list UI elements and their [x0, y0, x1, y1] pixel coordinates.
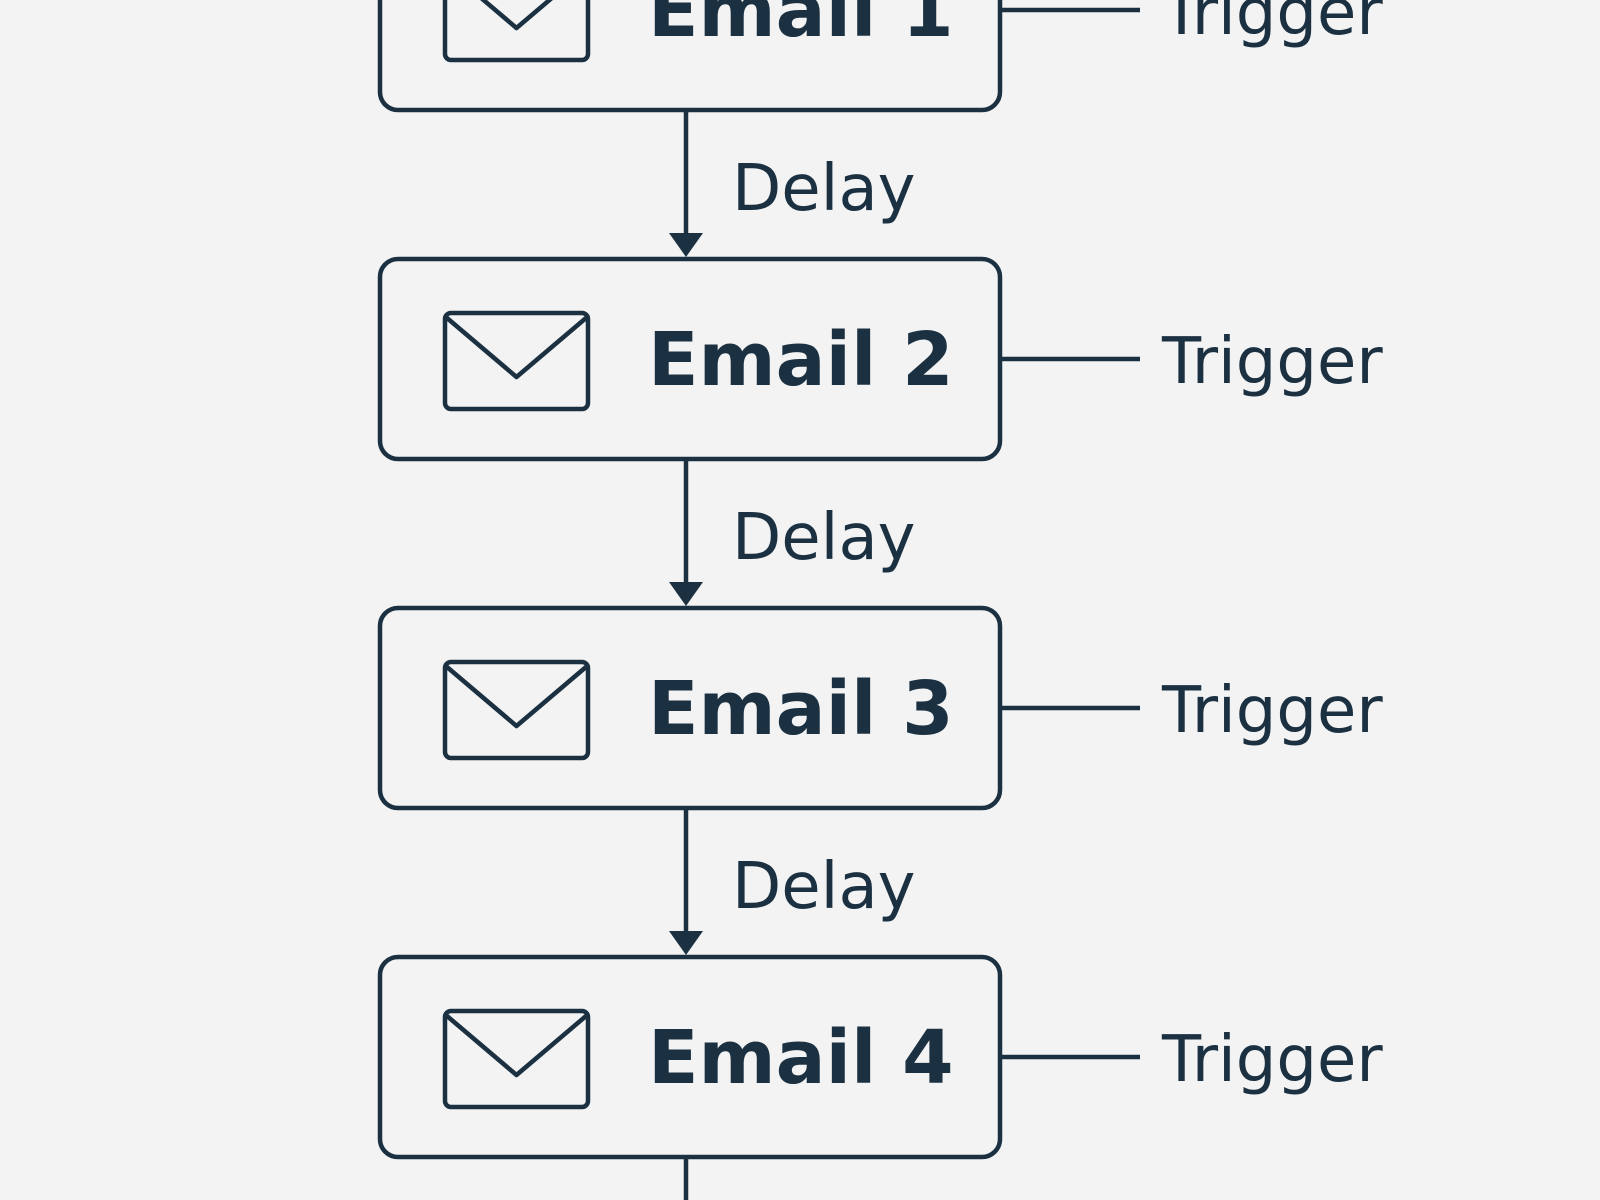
trigger-label: Trigger — [1161, 325, 1383, 399]
email-label: Email 3 — [648, 666, 954, 752]
envelope-icon — [442, 310, 591, 412]
email-step-3[interactable]: Email 3 — [377, 605, 1003, 811]
email-label: Email 4 — [648, 1015, 954, 1101]
delay-arrowhead — [669, 931, 703, 955]
envelope-flap — [480, 0, 553, 31]
delay-label: Delay — [732, 850, 916, 924]
delay-label: Delay — [732, 501, 916, 575]
email-label: Email 1 — [648, 0, 954, 54]
envelope-icon — [442, 659, 591, 761]
envelope-icon — [442, 1008, 591, 1110]
email-label: Email 2 — [648, 317, 954, 403]
email-step-2[interactable]: Email 2 — [377, 256, 1003, 462]
email-step-4[interactable]: Email 4 — [377, 954, 1003, 1160]
trigger-label: Trigger — [1161, 0, 1383, 50]
envelope-icon — [442, 0, 591, 63]
envelope-body — [442, 310, 591, 412]
trigger-label: Trigger — [1161, 674, 1383, 748]
envelope-body — [442, 659, 591, 761]
envelope-body — [442, 1008, 591, 1110]
delay-arrowhead — [669, 233, 703, 257]
trigger-label: Trigger — [1161, 1023, 1383, 1097]
delay-label: Delay — [732, 152, 916, 226]
envelope-flap — [445, 316, 588, 380]
envelope-flap — [445, 1014, 588, 1078]
email-step-1[interactable]: Email 1 — [377, 0, 1003, 113]
envelope-flap — [445, 665, 588, 729]
delay-arrowhead — [669, 582, 703, 606]
envelope-body — [442, 0, 591, 63]
